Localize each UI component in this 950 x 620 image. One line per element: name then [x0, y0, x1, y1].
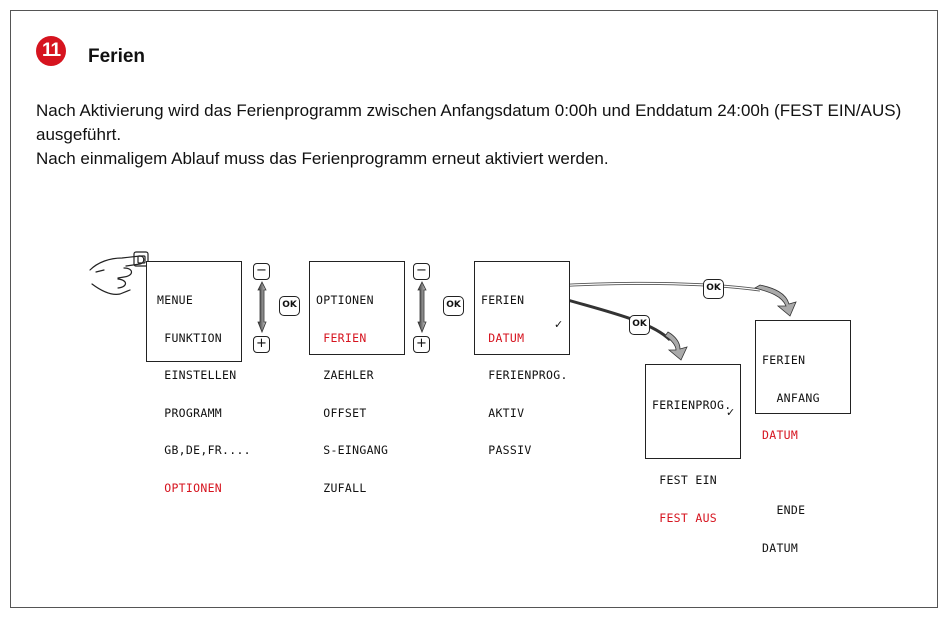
plus-button-1[interactable]: +: [253, 336, 270, 353]
plus-button-2[interactable]: +: [413, 336, 430, 353]
lcd-line: ANFANG: [762, 390, 820, 405]
lcd-line: FUNKTION: [157, 330, 223, 345]
lcd-line: [652, 437, 740, 450]
lcd-line: ZAEHLER: [316, 368, 374, 382]
lcd-line: ZUFALL: [316, 480, 367, 495]
lcd-line: OFFSET: [316, 405, 367, 420]
connector-ferienprog: [553, 294, 688, 361]
description-line-2: Nach einmaligem Ablauf muss das Ferienpr…: [36, 149, 609, 168]
lcd-line: FERIEN: [762, 353, 806, 367]
lcd-line: ENDE: [762, 503, 806, 517]
scroll-arrow-1: [257, 281, 267, 334]
lcd-line: FERIEN: [481, 293, 525, 307]
lcd-line: FERIENPROG.: [481, 368, 568, 382]
lcd-line: DATUM: [762, 540, 799, 555]
lcd-line: OPTIONEN: [316, 293, 374, 307]
lcd-line: FEST EIN: [652, 473, 718, 487]
section-title: Ferien: [88, 46, 146, 67]
section-number-badge: 11: [36, 36, 66, 66]
ok-button-ferienprog[interactable]: OK: [629, 315, 650, 335]
lcd-menu-screen: MENUE FUNKTION EINSTELLEN PROGRAMM GB,DE…: [146, 261, 251, 494]
ok-button-2[interactable]: OK: [443, 296, 464, 316]
lcd-line: GB,DE,FR....: [157, 443, 251, 457]
lcd-line: S-EINGANG: [316, 443, 389, 457]
lcd-line-selected: DATUM: [762, 428, 799, 442]
ok-button-1[interactable]: OK: [279, 296, 300, 316]
minus-button-1[interactable]: −: [253, 263, 270, 280]
description: Nach Aktivierung wird das Ferienprogramm…: [36, 99, 916, 171]
minus-button-2[interactable]: −: [413, 263, 430, 280]
lcd-datum-screen: FERIEN ANFANG DATUM ENDE DATUM: [755, 320, 851, 554]
scroll-arrow-2: [417, 281, 427, 334]
hand-icon: [89, 251, 149, 295]
lcd-line-selected: OPTIONEN: [157, 480, 223, 495]
check-icon: ✓: [726, 406, 736, 419]
check-icon: ✓: [554, 318, 564, 331]
lcd-line: AKTIV: [481, 405, 525, 420]
lcd-line: [762, 467, 850, 480]
lcd-line-selected: FEST AUS: [652, 510, 718, 525]
lcd-line: PROGRAMM: [157, 405, 223, 420]
lcd-line: PASSIV: [481, 443, 532, 457]
lcd-ferien-screen: FERIEN DATUM FERIENPROG. AKTIV PASSIV: [474, 261, 570, 456]
description-line-1: Nach Aktivierung wird das Ferienprogramm…: [36, 101, 902, 144]
lcd-line-selected: FERIEN: [316, 330, 367, 345]
connector-datum: [553, 281, 797, 317]
lcd-line: EINSTELLEN: [157, 368, 237, 382]
lcd-line-selected: DATUM: [481, 330, 525, 345]
page-frame: [10, 10, 938, 608]
lcd-line: FERIENPROG.: [652, 398, 732, 412]
ok-button-datum[interactable]: OK: [703, 279, 724, 299]
lcd-ferienprog-screen: FERIENPROG. FEST EIN FEST AUS: [645, 364, 741, 524]
lcd-optionen-screen: OPTIONEN FERIEN ZAEHLER OFFSET S-EINGANG…: [309, 261, 405, 494]
lcd-line: MENUE: [157, 293, 194, 307]
